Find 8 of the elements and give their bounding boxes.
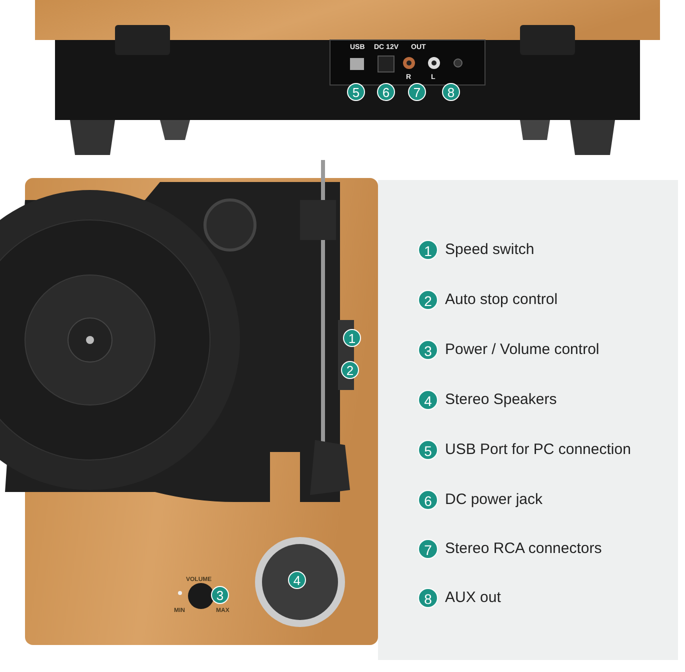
feature-description: Power / Volume control [445,341,600,358]
feature-description: DC power jack [445,491,543,508]
feature-description: Stereo RCA connectors [445,540,602,557]
feature-description: Stereo Speakers [445,391,557,408]
feature-description: USB Port for PC connection [445,441,631,458]
feature-description: AUX out [445,589,501,606]
feature-description: Auto stop control [445,291,558,308]
feature-description: Speed switch [445,241,534,258]
